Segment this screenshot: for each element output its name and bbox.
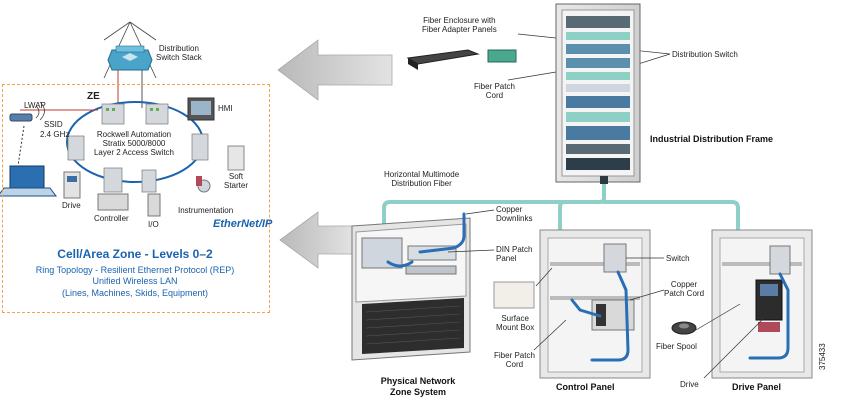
fiber-enclosure-icon [406,49,480,70]
fiber-enclosure-label: Fiber Enclosure with Fiber Adapter Panel… [422,16,497,34]
physical-network-zone-system [351,217,471,361]
distribution-switch-label: Distribution Switch [672,50,738,59]
controller-icon [97,193,129,211]
copper-patch-cord-label: Copper Patch Cord [664,280,704,298]
industrial-distribution-frame [555,3,641,183]
fiber-enclosure-line-1: Fiber Enclosure with [423,16,496,25]
freq-label: 2.4 GHz [40,130,70,139]
hmi-label: HMI [218,104,233,113]
access-switch-label: Rockwell Automation Stratix 5000/8000 La… [88,130,180,157]
drive-panel-drive-label: Drive [680,380,699,389]
lwap-label: LWAP [24,101,46,110]
instrumentation-label: Instrumentation [178,206,234,215]
io-icon [147,193,161,217]
fiber-spool-label: Fiber Spool [656,342,697,351]
panel-fiber-patch-label: Fiber Patch Cord [494,351,535,369]
laptop-icon [0,165,57,197]
horizontal-fiber-label: Horizontal Multimode Distribution Fiber [384,170,459,188]
fiber-adapter-icon [487,49,517,63]
access-switch-line-3: Layer 2 Access Switch [93,148,175,157]
soft-starter-line-2: Starter [224,181,249,190]
copper-downlinks-line-1: Copper [496,205,523,214]
distribution-stack-line-2: Switch Stack [156,53,202,62]
figure-number: 375433 [818,343,827,370]
cell-zone-title: Cell/Area Zone - Levels 0–2 [57,247,213,261]
horizontal-fiber-line-2: Distribution Fiber [391,179,452,188]
ze-label: ZE [87,91,100,102]
idf-fiber-patch-line-2: Cord [485,91,504,100]
upper-arrow [277,39,393,101]
horizontal-fiber-line-1: Horizontal Multimode [384,170,460,179]
soft-starter-line-1: Soft [228,172,244,181]
control-panel-label: Control Panel [556,382,615,392]
copper-patch-line-1: Copper [670,280,698,289]
access-switch-line-2: Stratix 5000/8000 [102,139,166,148]
cell-zone-subtitle-1: Ring Topology - Resilient Ethernet Proto… [35,265,235,275]
fiber-enclosure-line-2: Fiber Adapter Panels [422,25,497,34]
copper-patch-line-2: Patch Cord [664,289,705,298]
drive-label: Drive [62,201,81,210]
io-label: I/O [148,220,159,229]
copper-downlinks-label: Copper Downlinks [496,205,532,223]
lower-arrow [279,211,355,269]
idf-label: Industrial Distribution Frame [650,134,774,144]
distribution-switch-stack-icon [103,21,157,79]
soft-starter-label: Soft Starter [224,172,248,190]
cell-area-zone-border [2,84,270,313]
surface-mount-box-icon [493,281,535,309]
control-panel [539,229,651,379]
surface-mount-line-2: Mount Box [496,323,535,332]
access-switch-line-1: Rockwell Automation [96,130,172,139]
drive-panel-label: Drive Panel [732,382,782,392]
cell-zone-subtitle-3: (Lines, Machines, Skids, Equipment) [61,288,209,298]
ethernet-ip-logo: EtherNet/IP [213,218,273,230]
idf-fiber-patch-line-1: Fiber Patch [474,82,515,91]
din-patch-line-2: Panel [496,254,517,263]
ssid-label: SSID [44,120,63,129]
panel-fiber-patch-line-1: Fiber Patch [494,351,535,360]
lwap-icon [9,113,33,122]
idf-fiber-patch-label: Fiber Patch Cord [474,82,515,100]
cell-zone-subtitle-2: Unified Wireless LAN [92,276,178,286]
switch-label: Switch [666,254,690,263]
pnzs-line-2: Zone System [389,387,447,397]
instrumentation-icon [196,176,211,193]
fiber-spool-icon [671,321,697,335]
surface-mount-box-label: Surface Mount Box [496,314,534,332]
soft-starter-icon [227,145,245,171]
din-patch-panel-label: DIN Patch Panel [496,245,532,263]
controller-label: Controller [94,214,129,223]
copper-downlinks-line-2: Downlinks [496,214,533,223]
distribution-stack-line-1: Distribution [158,44,199,53]
surface-mount-line-1: Surface [501,314,529,323]
panel-fiber-patch-line-2: Cord [505,360,524,369]
pnzs-label: Physical Network Zone System [368,376,468,398]
distribution-stack-label: Distribution Switch Stack [156,44,202,62]
drive-panel [711,229,813,379]
din-patch-line-1: DIN Patch [496,245,533,254]
pnzs-line-1: Physical Network [380,376,456,386]
